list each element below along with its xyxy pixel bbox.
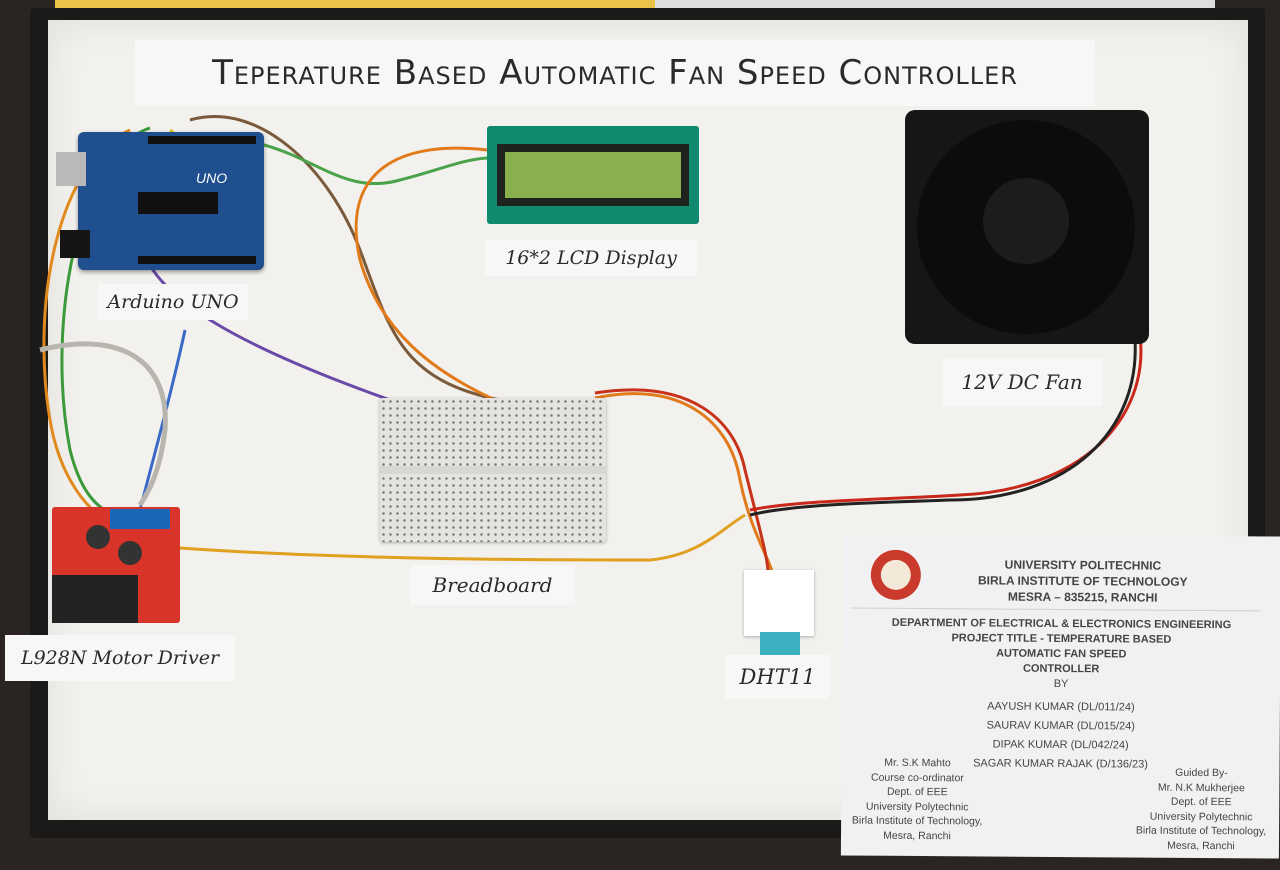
wire-orange-dht [594,392,774,573]
capacitor [118,541,142,565]
arduino-uno-board: UNO [56,132,264,270]
guide-block: Guided By- Mr. N.K Mukherjee Dept. of EE… [1131,765,1272,853]
breadboard-label: Breadboard [410,565,575,605]
guide-line: University Polytechnic [1149,810,1253,823]
institution-header: UNIVERSITY POLITECHNIC BIRLA INSTITUTE O… [923,556,1243,606]
dht11-label: DHT11 [725,655,830,699]
project-info-card: UNIVERSITY POLITECHNIC BIRLA INSTITUTE O… [840,533,1280,859]
background-paper [655,0,1215,10]
institution-line: MESRA – 835215, RANCHI [1007,589,1158,605]
usb-port [56,152,86,186]
wire-red-fan [749,334,1143,512]
board-text: UNO [196,170,228,186]
lcd-label: 16*2 LCD Display [485,240,697,276]
dc-fan [905,110,1149,344]
divider [850,607,1261,612]
fan-label: 12V DC Fan [942,358,1102,406]
microcontroller-chip [138,192,218,214]
pin-header [138,256,256,264]
guide-line: Mesra, Ranchi [1167,839,1235,852]
wire-red-dht [594,388,770,573]
screw-terminal [110,509,170,529]
lcd-display [487,126,699,224]
breadboard [380,398,606,542]
wire-grey [39,341,168,507]
coordinator-block: Mr. S.K Mahto Course co-ordinator Dept. … [847,756,988,844]
breadboard-channel [380,466,606,474]
coordinator-line: Dept. of EEE [886,785,948,799]
by-text: BY [1053,677,1069,691]
fan-hub [983,178,1069,264]
heatsink [52,575,138,623]
coordinator-line: Birla Institute of Technology, [851,814,983,828]
motor-driver-board [52,507,180,623]
department: DEPARTMENT OF ELECTRICAL & ELECTRONICS E… [891,616,1232,632]
wire-orange-lcd [354,146,496,402]
board-title: Teperature Based Automatic Fan Speed Con… [135,40,1095,106]
wire-black-fan [749,339,1137,517]
dht11-sensor [744,570,814,660]
coordinator-line: Mr. S.K Mahto [884,756,951,770]
coordinator-line: University Polytechnic [865,800,969,813]
lcd-screen [505,152,681,198]
wire-brown [189,115,501,402]
power-jack [60,230,90,258]
guide-line: Dept. of EEE [1170,795,1232,809]
institute-logo [870,549,922,601]
sensor-paper [744,570,814,636]
lcd-bezel [497,144,689,206]
wire-yellow-driver [179,513,746,562]
guide-line: Birla Institute of Technology, [1135,824,1267,838]
wire-blue [138,329,187,511]
guide-line: Guided By- [1175,766,1228,780]
guide-line: Mr. N.K Mukherjee [1157,781,1245,794]
capacitor [86,525,110,549]
motor-driver-label: L928N Motor Driver [5,635,235,681]
coordinator-line: Course co-ordinator [870,771,964,784]
coordinator-line: Mesra, Ranchi [883,829,951,842]
pin-header [148,136,256,144]
arduino-label: Arduino UNO [98,284,248,320]
